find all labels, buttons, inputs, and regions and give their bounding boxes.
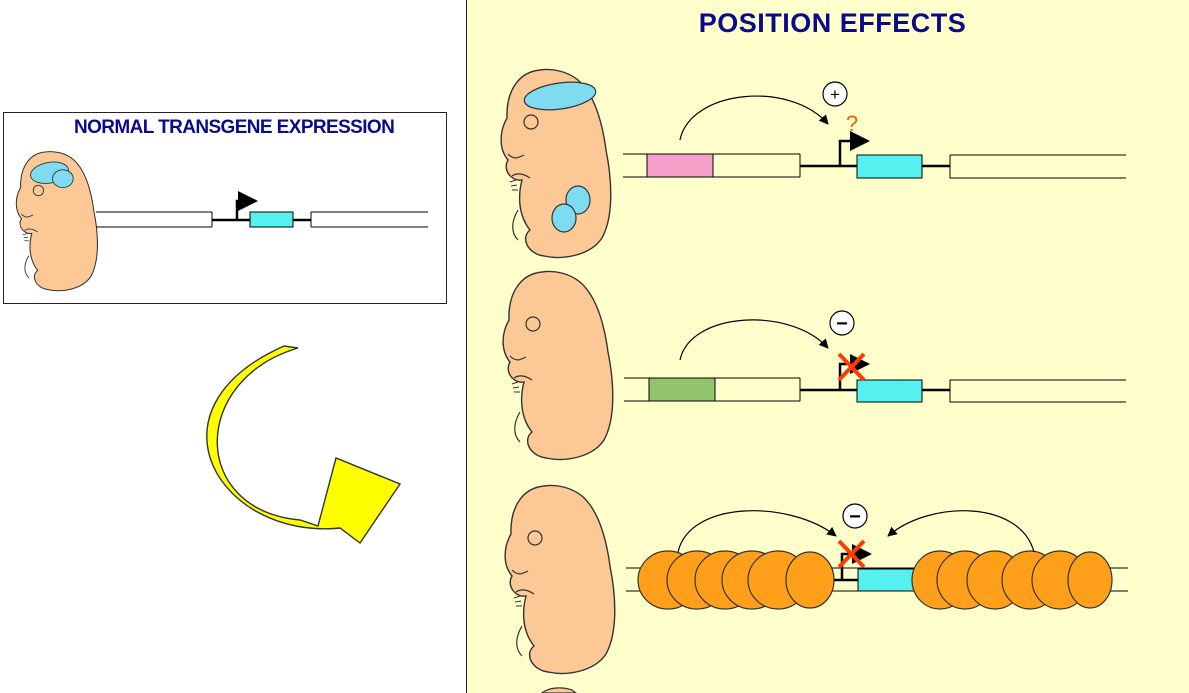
yellow-curved-arrow [206,345,402,545]
row1-embryo [500,68,612,259]
row2-minus-symbol: − [836,313,848,335]
row1-plus-circle [822,81,848,107]
row3-nucleosomes-left [637,550,835,610]
row1-plus-symbol: + [830,85,840,104]
row3-nucleosomes-right [911,550,1113,610]
row2-construct [624,319,1126,403]
row2-block-x [837,352,866,382]
row1-question-mark: ? [846,111,858,136]
row3-embryo [504,484,616,675]
normal-expression-label: NORMAL TRANSGENE EXPRESSION [74,117,395,138]
row4-embryo-partial [541,687,577,693]
position-effects-title: POSITION EFFECTS [698,8,967,38]
normal-construct [96,191,428,228]
row3-minus-circle [842,503,868,529]
row1-construct [623,95,1126,179]
row2-embryo [502,270,614,461]
row3-block-x [837,539,866,569]
row3-arrow-right [887,510,1035,553]
row3-minus-symbol: − [849,506,861,528]
normal-embryo [15,151,98,292]
row2-minus-circle [829,310,855,336]
row3-arrow-left [677,510,837,553]
